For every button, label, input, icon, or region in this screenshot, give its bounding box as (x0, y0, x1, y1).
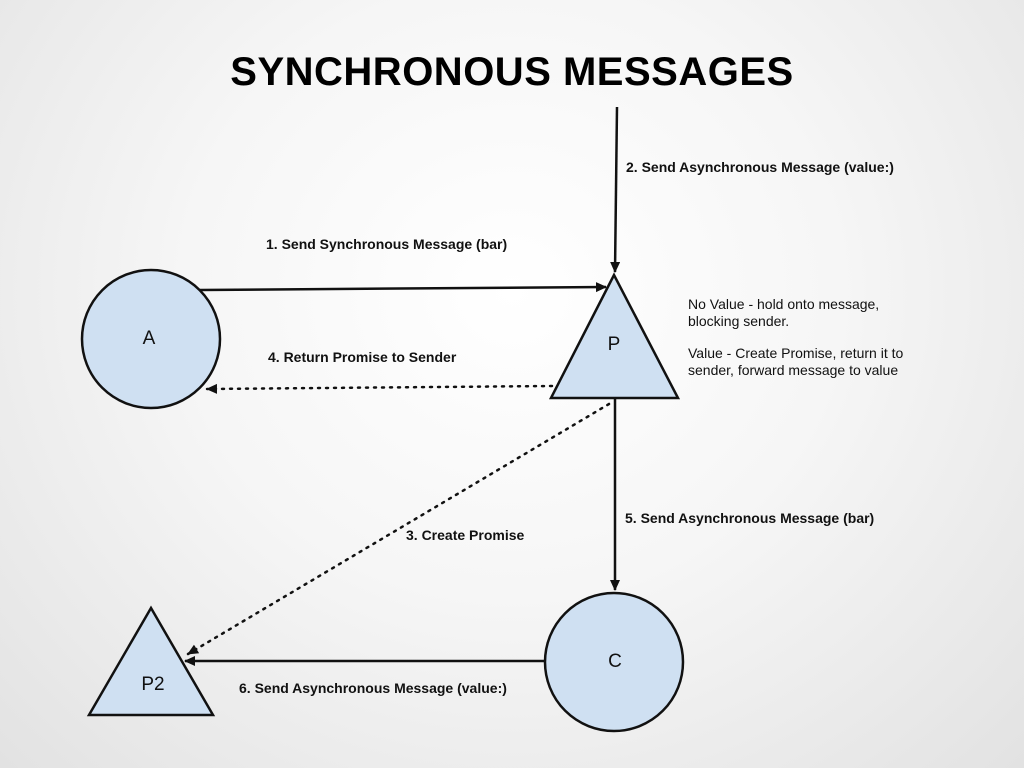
edge-6-label: 6. Send Asynchronous Message (value:) (239, 680, 507, 696)
note-line-3: Value - Create Promise, return it to (688, 345, 903, 361)
node-a (80, 268, 222, 410)
edge-1-label: 1. Send Synchronous Message (bar) (266, 236, 507, 252)
note-line-4: sender, forward message to value (688, 362, 898, 378)
edge-4-arrow (205, 383, 554, 394)
edge-2-arrow (610, 106, 621, 273)
note-line-1: No Value - hold onto message, (688, 296, 879, 312)
edge-5-label: 5. Send Asynchronous Message (bar) (625, 510, 874, 526)
node-p2 (86, 605, 216, 717)
edge-3-label: 3. Create Promise (406, 527, 524, 543)
node-a-label: A (143, 328, 156, 349)
note-block: No Value - hold onto message, blocking s… (688, 296, 903, 378)
node-p-label: P (608, 334, 621, 355)
edge-2-label: 2. Send Asynchronous Message (value:) (626, 159, 894, 175)
node-c-label: C (608, 651, 622, 672)
slide-title: SYNCHRONOUS MESSAGES (230, 50, 794, 94)
node-p (548, 272, 681, 400)
edge-3-arrow (186, 402, 611, 656)
note-line-2: blocking sender. (688, 313, 789, 329)
node-p2-label: P2 (141, 674, 164, 695)
edge-1-arrow (199, 282, 607, 293)
edge-4-label: 4. Return Promise to Sender (268, 349, 457, 365)
